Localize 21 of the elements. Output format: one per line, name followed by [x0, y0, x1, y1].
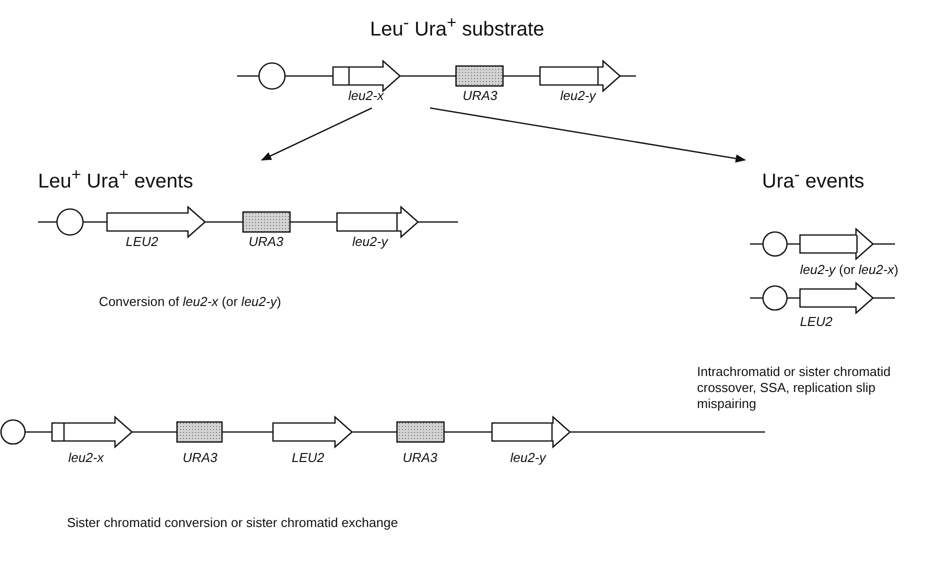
- section-heading: Leu$^{-}$ Ura$^{+}$ substrate: [370, 13, 544, 42]
- gene-label: leu2-x: [348, 88, 384, 104]
- gene-label: leu2-y: [510, 450, 546, 466]
- gene-label: LEU2: [292, 450, 324, 466]
- gene-label: leu2-y: [352, 234, 388, 250]
- gene-label: URA3: [462, 88, 498, 104]
- gene-label: LEU2: [126, 234, 158, 250]
- arrow: [430, 107, 746, 163]
- gene-label: URA3: [248, 234, 284, 250]
- section-heading: Leu$^{+}$ Ura$^{+}$ events: [38, 165, 194, 194]
- caption-text: Intrachromatid or sister chromatid crossover, SSA, replication slip mispairing: [697, 364, 892, 412]
- gene-label: leu2-x: [68, 450, 104, 466]
- gene-label: LEU2: [800, 314, 833, 330]
- gene-label: leu2-y (or leu2-x): [800, 262, 898, 278]
- section-heading: Ura$^{-}$ events: [762, 165, 864, 194]
- gene-label: URA3: [182, 450, 218, 466]
- caption-text: Sister chromatid conversion or sister chromatid exchange: [67, 515, 398, 531]
- gene-label: leu2-y: [560, 88, 596, 104]
- caption-text: Conversion of leu2-x (or leu2-y): [98, 294, 282, 310]
- arrow: [260, 107, 372, 161]
- gene-label: URA3: [402, 450, 438, 466]
